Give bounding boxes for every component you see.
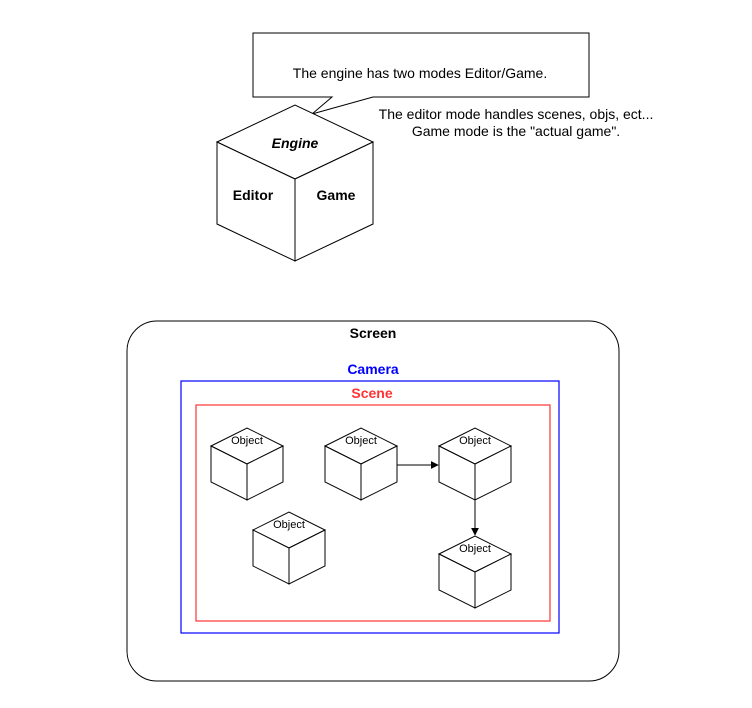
camera-box	[180, 380, 560, 634]
engine-label: Engine	[272, 135, 319, 151]
editor-label: Editor	[233, 187, 274, 203]
scene-label: Scene	[351, 385, 392, 401]
scene-box	[195, 404, 551, 622]
object-cube-4	[251, 511, 327, 585]
object-cube-3	[437, 427, 513, 501]
note-line-1: The editor mode handles scenes, objs, ec…	[379, 106, 654, 122]
object-label: Object	[459, 435, 491, 447]
game-label: Game	[317, 187, 356, 203]
engine-cube-right-face	[294, 141, 374, 262]
object-label: Object	[231, 435, 263, 447]
screen-label: Screen	[350, 325, 397, 341]
callout-text: The engine has two modes Editor/Game.	[293, 65, 547, 81]
note-line-2: Game mode is the "actual game".	[412, 123, 620, 139]
object-cube-1	[209, 427, 285, 501]
object-label: Object	[459, 543, 491, 555]
speech-callout-shape	[252, 32, 590, 115]
object-cube-5	[437, 535, 513, 609]
object-cube-2	[323, 427, 399, 501]
object-label: Object	[273, 519, 305, 531]
camera-label: Camera	[347, 361, 399, 377]
engine-cube	[215, 104, 375, 262]
object-label: Object	[345, 435, 377, 447]
